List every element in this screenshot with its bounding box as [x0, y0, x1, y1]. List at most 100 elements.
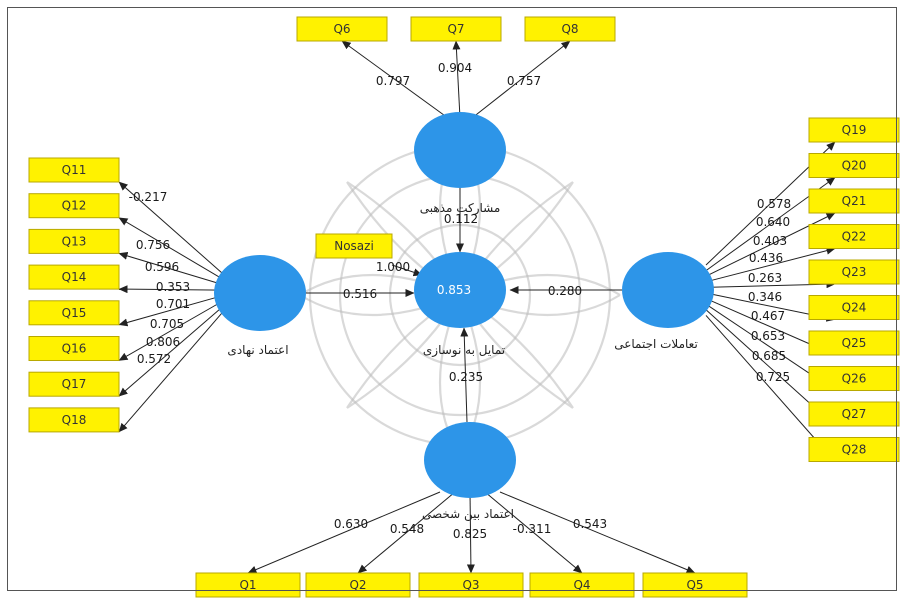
- indicator-q8-label: Q8: [561, 22, 578, 36]
- indicator-q27[interactable]: [808, 401, 900, 427]
- indicator-q24-label: Q24: [842, 301, 867, 315]
- loading-arrow-q21: [705, 212, 836, 277]
- loading-arrow-q18: [118, 312, 223, 433]
- path-coefficient-social: 0.280: [548, 284, 582, 298]
- indicator-q3-label: Q3: [462, 578, 479, 592]
- loading-q11: -0.217: [129, 190, 168, 204]
- loading-q16: 0.705: [150, 317, 184, 331]
- indicator-q25[interactable]: [808, 330, 900, 356]
- path-interpersonal: [460, 327, 469, 423]
- indicator-q4-label: Q4: [573, 578, 590, 592]
- loading-arrow-q22: [705, 246, 836, 283]
- loading-q12: 0.756: [136, 238, 170, 252]
- indicator-q13[interactable]: [28, 228, 120, 254]
- indicator-q21[interactable]: [808, 188, 900, 214]
- indicator-q15-label: Q15: [62, 306, 87, 320]
- indicator-q28-label: Q28: [842, 443, 867, 457]
- indicator-q14-label: Q14: [62, 270, 87, 284]
- indicator-q17[interactable]: [28, 371, 120, 397]
- loading-arrow-q4: [484, 491, 583, 574]
- loading-arrow-q7: [452, 40, 461, 119]
- indicator-q16-label: Q16: [62, 342, 87, 356]
- indicator-q24[interactable]: [808, 295, 900, 320]
- indicator-q20-label: Q20: [842, 159, 867, 173]
- loading-q4: -0.311: [513, 522, 552, 536]
- indicator-q26-label: Q26: [842, 372, 867, 386]
- loading-arrow-q12: [118, 217, 223, 280]
- loading-q7: 0.904: [438, 61, 472, 75]
- loading-q1: 0.630: [334, 517, 368, 531]
- indicator-q4[interactable]: [529, 572, 635, 598]
- indicator-q2-label: Q2: [349, 578, 366, 592]
- loading-q6: 0.797: [376, 74, 410, 88]
- indicator-q23[interactable]: [808, 259, 900, 285]
- indicator-q25-label: Q25: [842, 336, 867, 350]
- construct-religious-name: مشارکت مذهبی: [420, 201, 501, 216]
- indicator-q26[interactable]: [808, 366, 900, 391]
- indicator-q28[interactable]: [808, 437, 900, 462]
- indicator-q27-label: Q27: [842, 407, 867, 421]
- indicator-q1[interactable]: [195, 572, 301, 598]
- path-coefficient-religious: 0.112: [444, 212, 478, 226]
- loading-q5: 0.543: [573, 517, 607, 531]
- loading-arrow-q6: [341, 40, 449, 119]
- indicator-q5-label: Q5: [686, 578, 703, 592]
- loading-q8: 0.757: [507, 74, 541, 88]
- loading-arrow-q11: [118, 181, 223, 274]
- indicator-q13-label: Q13: [62, 234, 87, 248]
- loading-arrow-q5: [499, 491, 696, 574]
- indicator-q14[interactable]: [28, 264, 120, 290]
- loading-arrow-q3: [466, 491, 475, 574]
- loading-q23: 0.263: [748, 271, 782, 285]
- loading-q15: 0.701: [156, 297, 190, 311]
- indicator-nosazi[interactable]: [315, 233, 393, 259]
- loading-q13: 0.596: [145, 260, 179, 274]
- indicator-q5[interactable]: [642, 572, 748, 598]
- indicator-q18-label: Q18: [62, 413, 87, 427]
- indicator-q3[interactable]: [418, 572, 524, 598]
- indicator-q2[interactable]: [305, 572, 411, 598]
- indicator-q7[interactable]: [410, 16, 502, 42]
- indicator-q16[interactable]: [28, 336, 120, 361]
- indicator-q17-label: Q17: [62, 377, 87, 391]
- loading-q3: 0.825: [453, 527, 487, 541]
- loading-q2: 0.548: [390, 522, 424, 536]
- loading-q24: 0.346: [748, 290, 782, 304]
- construct-innovation[interactable]: [414, 252, 506, 328]
- loading-arrow-q23: [705, 280, 836, 289]
- loading-q25: 0.467: [751, 309, 785, 323]
- indicator-q15[interactable]: [28, 300, 120, 326]
- construct-interpersonal[interactable]: [424, 422, 516, 498]
- indicator-q6[interactable]: [296, 16, 388, 42]
- indicator-q12[interactable]: [28, 193, 120, 219]
- construct-innovation-name: تمایل به نوسازی: [423, 343, 505, 358]
- r-squared-value: 0.853: [437, 283, 471, 297]
- loading-arrow-q14: [118, 285, 223, 294]
- loading-q19: 0.578: [757, 197, 791, 211]
- indicator-q11-label: Q11: [62, 163, 87, 177]
- path-coefficient-interpersonal: 0.235: [449, 370, 483, 384]
- indicator-q19[interactable]: [808, 117, 900, 143]
- nosazi-loading: 1.000: [376, 260, 410, 274]
- indicator-q23-label: Q23: [842, 265, 867, 279]
- loading-q14: 0.353: [156, 280, 190, 294]
- indicator-q6-label: Q6: [333, 22, 350, 36]
- construct-interpersonal-name: اعتماد بین شخصی: [422, 507, 514, 522]
- indicator-q8[interactable]: [524, 16, 616, 42]
- loading-arrow-q17: [118, 306, 223, 397]
- loading-q20: 0.640: [756, 215, 790, 229]
- loading-q22: 0.436: [749, 251, 783, 265]
- indicator-q7-label: Q7: [447, 22, 464, 36]
- indicator-q20[interactable]: [808, 153, 900, 178]
- nosazi-arrow: [391, 264, 423, 277]
- loading-q27: 0.685: [752, 349, 786, 363]
- loading-arrow-q8: [471, 40, 571, 119]
- indicator-q11[interactable]: [28, 157, 120, 183]
- loading-q26: 0.653: [751, 329, 785, 343]
- construct-social[interactable]: [622, 252, 714, 328]
- construct-religious[interactable]: [414, 112, 506, 188]
- indicator-q19-label: Q19: [842, 123, 867, 137]
- indicator-q22[interactable]: [808, 224, 900, 249]
- indicator-q18[interactable]: [28, 407, 120, 433]
- construct-institutional[interactable]: [214, 255, 306, 331]
